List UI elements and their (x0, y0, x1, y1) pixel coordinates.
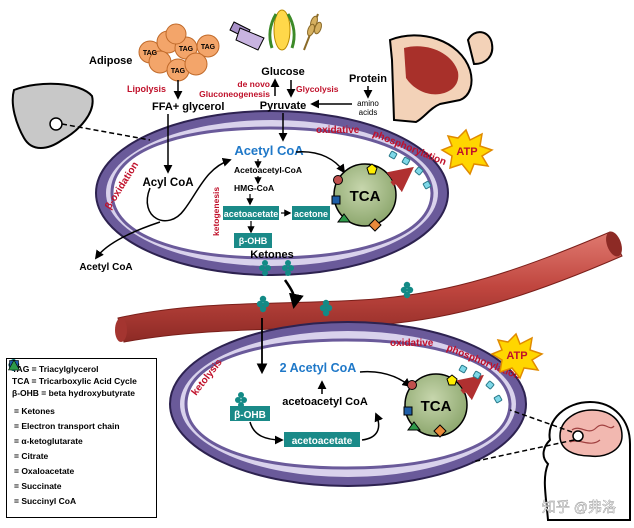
tag-label-3: TAG (201, 44, 216, 51)
protein-label: Protein (349, 73, 387, 85)
legend-row-succinyl-coa: = Succinyl CoA (7, 359, 151, 508)
hmg-coa-label: HMG-CoA (234, 183, 274, 193)
bohb-box-bottom (230, 406, 270, 421)
acetyl-coa-label: Acetyl CoA (234, 143, 304, 158)
liver-icon (11, 82, 94, 149)
brain-zoom-line-1 (509, 409, 573, 433)
etc-icons-bottom (458, 364, 503, 404)
atp-label-top: ATP (456, 146, 477, 158)
alpha-ketoglutarate-icon-top (368, 218, 382, 232)
acyl-coa-label: Acyl CoA (142, 177, 193, 189)
vessel-ketone-icon-1 (256, 295, 270, 313)
legend-label-succinate: = Succinate (14, 480, 62, 491)
liver-mitochondrion (95, 110, 449, 276)
oxaloacetate-icon-top (333, 175, 343, 185)
alpha-ketoglutarate-icon-bottom (433, 424, 447, 438)
legend-label-akg: = α-ketoglutarate (14, 435, 83, 446)
citrate-icon-bottom (446, 374, 458, 386)
adipose-cluster-icon (138, 23, 220, 82)
lipolysis-label: Lipolysis (127, 84, 166, 94)
liver-zoom-line (61, 123, 151, 141)
legend-label-oxaloacetate: = Oxaloacetate (14, 465, 75, 476)
pyruvate-label: Pyruvate (260, 100, 306, 112)
acetoacetate-label-bottom: acetoacetate (292, 436, 353, 447)
legend-abbr-bohb: β-OHB = beta hydroxybutyrate (12, 388, 136, 398)
bohb-box-top (234, 233, 272, 248)
acetoacetate-label: acetoacetate (224, 209, 279, 219)
adipose-label: Adipose (89, 55, 132, 67)
brain-zoom-line-2 (471, 439, 575, 463)
legend-label-succinyl-coa: = Succinyl CoA (14, 495, 77, 506)
glucose-label: Glucose (261, 66, 304, 78)
ketogenesis-label: ketogenesis (211, 187, 221, 236)
tca-label-top: TCA (350, 188, 381, 205)
acetoacetyl-coa-label: Acetoacetyl-CoA (234, 165, 302, 175)
succinyl-coa-icon-bottom (407, 421, 421, 431)
acetoacetate-box-bottom (284, 432, 360, 447)
head-brain-icon (542, 400, 631, 521)
acetone-box (292, 206, 330, 220)
triangle-icon (7, 359, 21, 371)
legend-box: TAG = Triacylglycerol TCA = Tricarboxyli… (6, 358, 157, 518)
legend-label-ketones: = Ketones (14, 405, 55, 416)
tca-to-etc-arrow-bottom (456, 374, 484, 401)
atp-label-bottom: ATP (506, 350, 527, 362)
ketone-cluster-icon-top-2 (282, 260, 294, 276)
acetone-label: acetone (294, 209, 328, 219)
bohb-label-bottom: β-OHB (234, 410, 266, 421)
corn-icon (268, 9, 296, 51)
vessel-ketone-icon-2 (319, 299, 333, 317)
tca-cycle-bottom (404, 373, 468, 437)
ketones-label: Ketones (250, 249, 293, 261)
wheat-icon (303, 13, 322, 51)
tag-label-4: TAG (171, 68, 186, 75)
legend-label-citrate: = Citrate (14, 450, 49, 461)
succinate-icon-top (331, 195, 341, 205)
bohb-label-top: β-OHB (239, 236, 268, 246)
legend-row-ketones: = Ketones (8, 359, 151, 418)
ffa-glycerol-label: FFA+ glycerol (152, 101, 224, 113)
legend-row-succinate: = Succinate (9, 360, 151, 493)
legend-row-oxaloacetate: = Oxaloacetate (9, 360, 151, 478)
vessel-ketone-icon-3 (400, 281, 414, 299)
legend-row-citrate: = Citrate (8, 359, 151, 463)
acetyl-coa-out-label: Acetyl CoA (79, 262, 132, 273)
acetoacetate-box (223, 206, 279, 220)
amino-label: amino (357, 99, 379, 108)
ketone-cluster-icon-top-1 (259, 260, 271, 276)
oxidative-label-top: oxidative (316, 125, 360, 136)
tag-label-1: TAG (143, 50, 158, 57)
tca-cycle-top (333, 163, 397, 227)
two-acetyl-coa-label: 2 Acetyl CoA (280, 361, 357, 375)
acetoacetyl-coa-lower-label: acetoacetyl CoA (282, 396, 368, 408)
legend-abbr-tca: TCA = Tricarboxylic Acid Cycle (12, 376, 137, 386)
tca-to-etc-arrow-top (386, 166, 414, 193)
legend-row-akg: = α-ketoglutarate (8, 359, 151, 448)
glycolysis-label: Glycolysis (296, 84, 339, 94)
muscle-arm-icon (388, 31, 494, 124)
tca-label-bottom: TCA (421, 398, 452, 415)
atp-burst-bottom (490, 332, 544, 380)
legend-abbr-tag: TAG = Triacylglycerol (12, 364, 99, 374)
succinate-icon-bottom (403, 406, 413, 416)
watermark: 知乎 @弗洛 (542, 499, 616, 515)
legend-row-etc: = Electron transport chain (8, 360, 151, 433)
atp-burst-top (440, 128, 494, 176)
acids-label: acids (359, 108, 378, 117)
legend-label-etc: = Electron transport chain (14, 420, 120, 431)
succinyl-coa-icon-top (337, 213, 351, 223)
oxaloacetate-icon-bottom (407, 380, 417, 390)
tag-label-2: TAG (179, 46, 194, 53)
oxidative-label-bottom: oxidative (390, 338, 434, 349)
etc-icons-top (388, 150, 432, 190)
de-novo-label: de novo (237, 79, 270, 89)
candy-icon (229, 21, 265, 51)
citrate-icon-top (366, 163, 378, 175)
gluconeogenesis-label: Gluconeogenesis (199, 89, 270, 99)
